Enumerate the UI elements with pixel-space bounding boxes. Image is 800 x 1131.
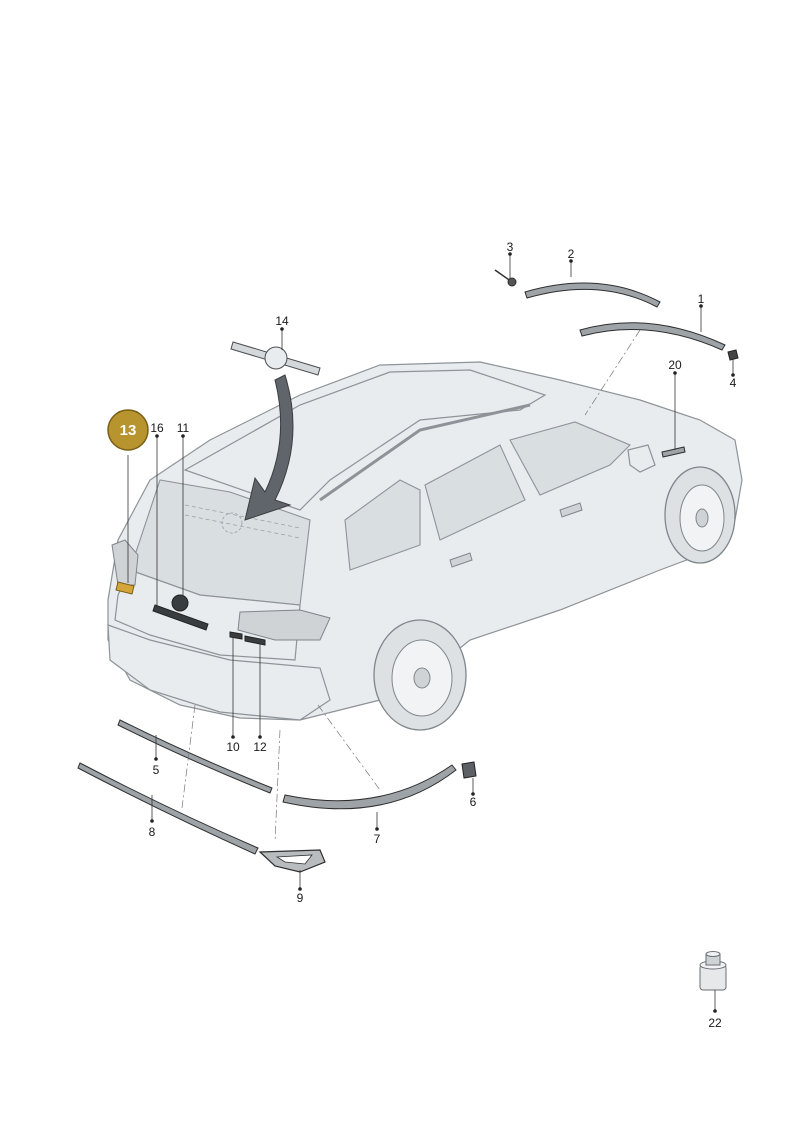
part-2-roof-trim[interactable] — [524, 282, 661, 308]
rear-wheel — [373, 619, 467, 731]
callout-22[interactable]: 22 — [708, 1016, 722, 1030]
car-body — [107, 361, 743, 731]
callout-8[interactable]: 8 — [149, 825, 156, 839]
callout-6[interactable]: 6 — [470, 795, 477, 809]
callout-20[interactable]: 20 — [668, 358, 682, 372]
part-16-tailgate-trim[interactable] — [152, 604, 209, 631]
part-22-touchup-bottle[interactable] — [699, 951, 727, 991]
part-4-clip[interactable] — [727, 349, 739, 361]
callout-3[interactable]: 3 — [507, 240, 514, 254]
callout-2[interactable]: 2 — [568, 247, 575, 261]
part-5-bumper-strip[interactable] — [117, 719, 273, 794]
part-20-side-badge[interactable] — [661, 446, 686, 458]
callout-9[interactable]: 9 — [297, 891, 304, 905]
part-13-reflector[interactable] — [115, 581, 135, 595]
part-1-roof-trim[interactable] — [579, 322, 726, 351]
callout-labels: 1 2 3 4 5 6 7 8 9 10 11 12 14 16 20 22 — [149, 240, 737, 1030]
part-3-clip[interactable] — [494, 269, 517, 287]
side-window-mid — [424, 444, 526, 541]
callout-12[interactable]: 12 — [253, 740, 267, 754]
front-wheel — [664, 466, 736, 564]
part-12-badge[interactable] — [244, 635, 266, 646]
side-window-rear — [344, 479, 421, 571]
leader-lines — [127, 252, 735, 1013]
callout-13-highlight[interactable]: 13 — [107, 409, 149, 451]
callout-4[interactable]: 4 — [730, 376, 737, 390]
callout-1[interactable]: 1 — [698, 292, 705, 306]
rear-emblem — [171, 594, 189, 612]
callout-16[interactable]: 16 — [150, 421, 164, 435]
callout-13[interactable]: 13 — [120, 422, 137, 439]
side-window-front — [509, 421, 631, 496]
part-6-clip[interactable] — [461, 761, 477, 779]
assembly-arrow — [244, 374, 294, 521]
callout-11[interactable]: 11 — [177, 421, 190, 435]
callout-14[interactable]: 14 — [275, 314, 289, 328]
part-7-diffuser-trim[interactable] — [282, 764, 457, 810]
callout-10[interactable]: 10 — [226, 740, 240, 754]
part-8-lower-strip[interactable] — [77, 762, 259, 855]
callout-7[interactable]: 7 — [374, 832, 381, 846]
part-14-emblem-bar[interactable] — [230, 341, 321, 376]
callout-5[interactable]: 5 — [153, 763, 160, 777]
